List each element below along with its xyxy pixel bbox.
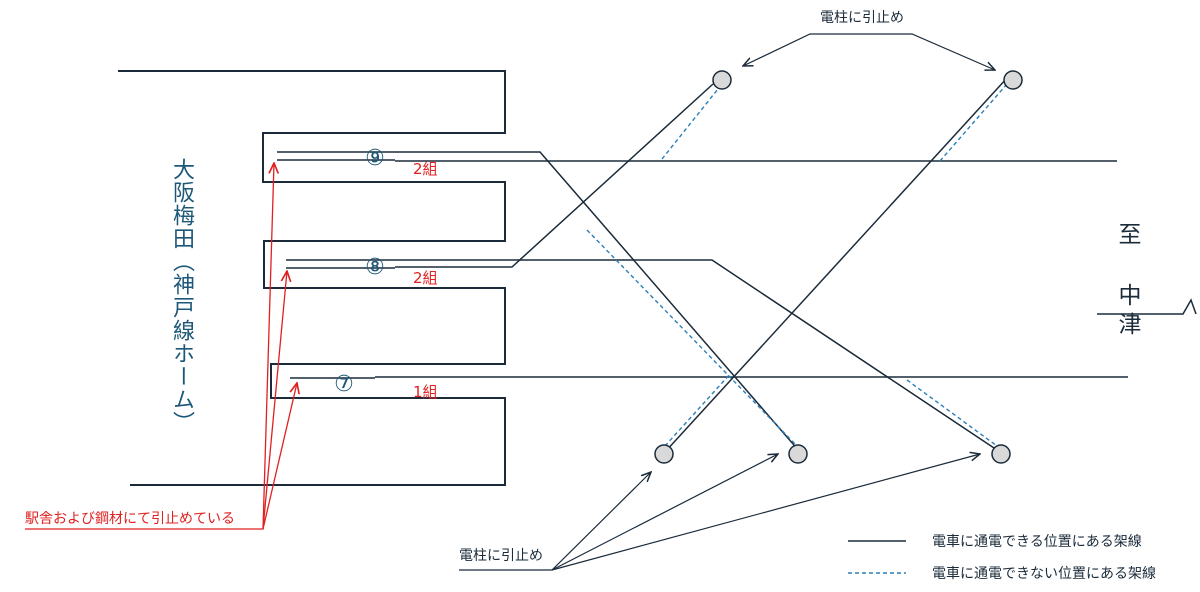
- track-number-8: ⑧: [365, 255, 385, 280]
- station-anchor-arrows: [25, 163, 297, 530]
- deenergized-wires: [586, 83, 1008, 447]
- destination-direction-arrow: [1097, 298, 1197, 315]
- pole-top-right: [1003, 70, 1023, 90]
- track-number-9: ⑨: [365, 146, 385, 171]
- track-number-7: ⑦: [334, 372, 354, 397]
- pole-anchor-top-label: 電柱に引止め: [820, 10, 904, 26]
- top-pole-arrows: [743, 33, 995, 70]
- pole-bottom-left: [654, 444, 674, 464]
- pole-bottom-right: [991, 444, 1011, 464]
- legend-dashed-label: 電車に通電できない位置にある架線: [932, 565, 1156, 582]
- station-label: 大阪梅田（神戸線ホーム）: [169, 158, 194, 434]
- track-stubs: [277, 151, 395, 379]
- legend: 電車に通電できる位置にある架線 電車に通電できない位置にある架線: [848, 533, 1156, 582]
- energized-wires: [375, 77, 1197, 453]
- pole-top-left: [712, 70, 732, 90]
- track-8-group: 2組: [413, 269, 438, 287]
- track-7-group: 1組: [413, 383, 438, 401]
- platform-outline: [118, 70, 506, 486]
- pole-bottom-middle: [788, 444, 808, 464]
- legend-solid-label: 電車に通電できる位置にある架線: [932, 533, 1142, 550]
- pole-anchor-bottom-label: 電柱に引止め: [459, 548, 543, 564]
- destination-label: 至 中津: [1114, 222, 1140, 341]
- station-anchor-label: 駅舎および鋼材にて引止めている: [25, 511, 235, 527]
- bottom-pole-arrows: [459, 454, 980, 571]
- poles: [654, 70, 1023, 464]
- track-9-group: 2組: [413, 160, 438, 178]
